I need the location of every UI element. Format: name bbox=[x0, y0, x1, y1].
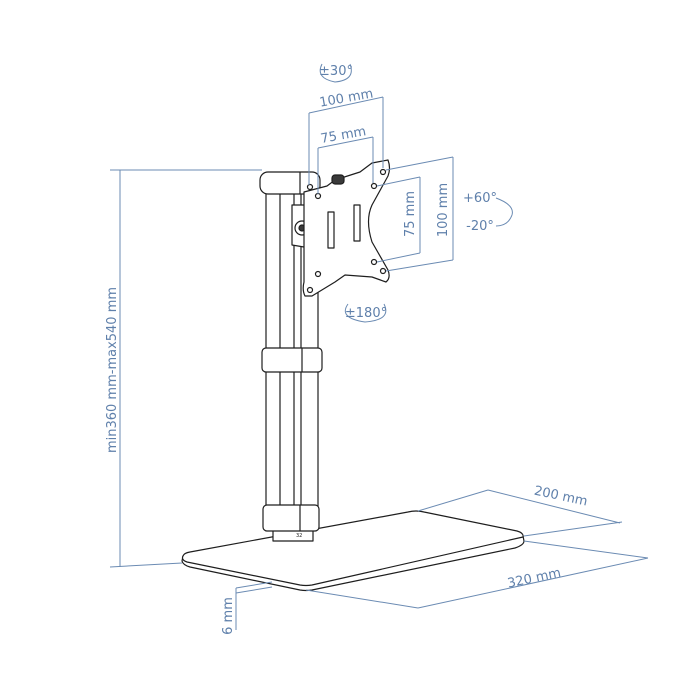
base-width-dimension bbox=[305, 540, 649, 609]
base-depth-label: 200 mm bbox=[533, 484, 589, 510]
tilt-arc-icon bbox=[495, 197, 513, 227]
column-mark: 32 bbox=[296, 533, 302, 539]
tilt-up-label: +60° bbox=[463, 191, 497, 206]
height-dimension bbox=[109, 169, 262, 568]
vesa-width-100-label: 100 mm bbox=[318, 86, 374, 110]
vesa-width-75-label: 75 mm bbox=[319, 124, 367, 147]
vesa-width-100-dimension bbox=[308, 96, 384, 194]
height-range-label: min360 mm-max540 mm bbox=[105, 287, 120, 453]
rotation-arc-icon bbox=[344, 303, 387, 323]
vesa-height-dimension bbox=[376, 156, 454, 272]
base-thickness-dimension bbox=[235, 581, 273, 630]
swivel-label: ±30° bbox=[319, 64, 353, 79]
swivel-arc-icon bbox=[319, 63, 352, 83]
vesa-height-100-label: 100 mm bbox=[436, 183, 451, 237]
vesa-plate bbox=[302, 159, 391, 297]
base-depth-dimension bbox=[417, 489, 623, 537]
tilt-down-label: -20° bbox=[466, 219, 494, 234]
vesa-height-75-label: 75 mm bbox=[403, 191, 418, 237]
rotation-label: ±180° bbox=[345, 306, 387, 321]
base-plate bbox=[181, 510, 525, 592]
base-width-label: 320 mm bbox=[506, 566, 562, 592]
base-thickness-label: 6 mm bbox=[221, 597, 236, 635]
